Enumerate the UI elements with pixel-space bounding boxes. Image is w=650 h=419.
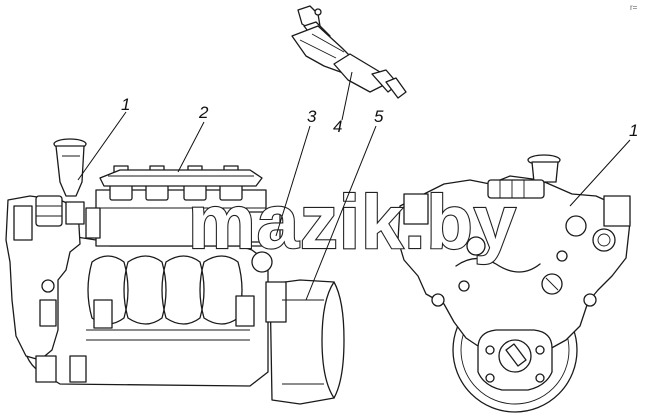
governor-plug [35, 195, 63, 227]
mount-boss-right [235, 295, 255, 327]
mount-boss-left [93, 299, 113, 329]
fuel-inlet-fitting [251, 251, 273, 273]
pump-end-view [397, 154, 631, 413]
lower-boss [39, 299, 57, 327]
end-plug-small [565, 215, 587, 237]
callout-left-1: 1 [121, 95, 130, 114]
fuel-injector [291, 5, 407, 99]
fuel-rail [99, 169, 263, 187]
callout-left-5: 5 [374, 107, 384, 126]
drive-hub [477, 329, 553, 391]
end-plug-large [592, 228, 616, 252]
governor-screw [65, 201, 85, 225]
rear-flange [243, 211, 281, 243]
corner-mark: r= [630, 3, 638, 12]
callout-left-4: 4 [333, 117, 342, 136]
drive-coupling [269, 279, 345, 405]
governor-cap [13, 205, 33, 241]
callout-left-2: 2 [198, 103, 209, 122]
top-rib [487, 179, 545, 199]
watermark-text: mazik.by [188, 180, 517, 265]
side-flange [85, 207, 101, 239]
pump-side-view [5, 138, 345, 405]
leader-lines [77, 71, 631, 301]
callout-left-3: 3 [307, 107, 317, 126]
drain-plug [35, 355, 57, 383]
oil-filler-pipe [53, 138, 87, 197]
mount-foot [69, 355, 87, 383]
callout-right-1: 1 [629, 121, 638, 140]
coupling-flange [265, 281, 287, 323]
end-pad-right [603, 195, 631, 227]
end-pad-left [403, 193, 429, 225]
end-bore [466, 236, 486, 256]
lower-bolt [41, 279, 55, 293]
